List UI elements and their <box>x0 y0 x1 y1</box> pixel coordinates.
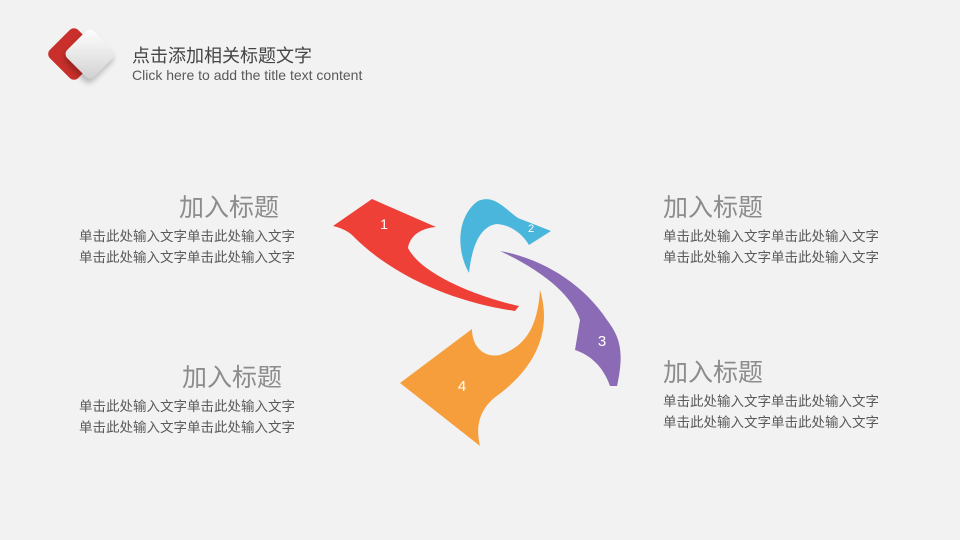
block-text-line[interactable]: 单击此处输入文字单击此处输入文字 <box>663 394 879 410</box>
block-text-line[interactable]: 单击此处输入文字单击此处输入文字 <box>79 229 295 245</box>
text-block-bottom-left: 加入标题 单击此处输入文字单击此处输入文字 单击此处输入文字单击此处输入文字 <box>79 363 319 439</box>
block-text-line[interactable]: 单击此处输入文字单击此处输入文字 <box>663 415 879 431</box>
block-title[interactable]: 加入标题 <box>663 358 764 387</box>
slide-subtitle[interactable]: Click here to add the title text content <box>132 67 363 83</box>
arrow-label-4: 4 <box>458 378 466 395</box>
block-text-line[interactable]: 单击此处输入文字单击此处输入文字 <box>79 420 295 436</box>
arrow-label-1: 1 <box>380 216 388 232</box>
text-block-top-left: 加入标题 单击此处输入文字单击此处输入文字 单击此处输入文字单击此处输入文字 <box>79 193 319 269</box>
pinwheel-arrows-graphic: 1 2 3 4 <box>333 199 621 446</box>
arrow-2-blue[interactable] <box>460 199 551 273</box>
block-text-line[interactable]: 单击此处输入文字单击此处输入文字 <box>79 250 295 266</box>
block-title[interactable]: 加入标题 <box>179 193 280 222</box>
diamond-logo-icon <box>44 25 124 88</box>
arrow-4-orange[interactable] <box>400 290 545 446</box>
arrow-label-3: 3 <box>598 333 606 350</box>
arrow-1-red[interactable] <box>333 199 519 311</box>
arrow-label-2: 2 <box>528 223 534 235</box>
text-block-top-right: 加入标题 单击此处输入文字单击此处输入文字 单击此处输入文字单击此处输入文字 <box>663 193 903 269</box>
block-text-line[interactable]: 单击此处输入文字单击此处输入文字 <box>663 250 879 266</box>
text-block-bottom-right: 加入标题 单击此处输入文字单击此处输入文字 单击此处输入文字单击此处输入文字 <box>663 358 903 434</box>
arrow-3-purple[interactable] <box>500 251 621 386</box>
block-title[interactable]: 加入标题 <box>663 193 764 222</box>
block-text-line[interactable]: 单击此处输入文字单击此处输入文字 <box>79 399 295 415</box>
block-title[interactable]: 加入标题 <box>182 363 283 392</box>
slide-title[interactable]: 点击添加相关标题文字 <box>132 46 312 67</box>
block-text-line[interactable]: 单击此处输入文字单击此处输入文字 <box>663 229 879 245</box>
